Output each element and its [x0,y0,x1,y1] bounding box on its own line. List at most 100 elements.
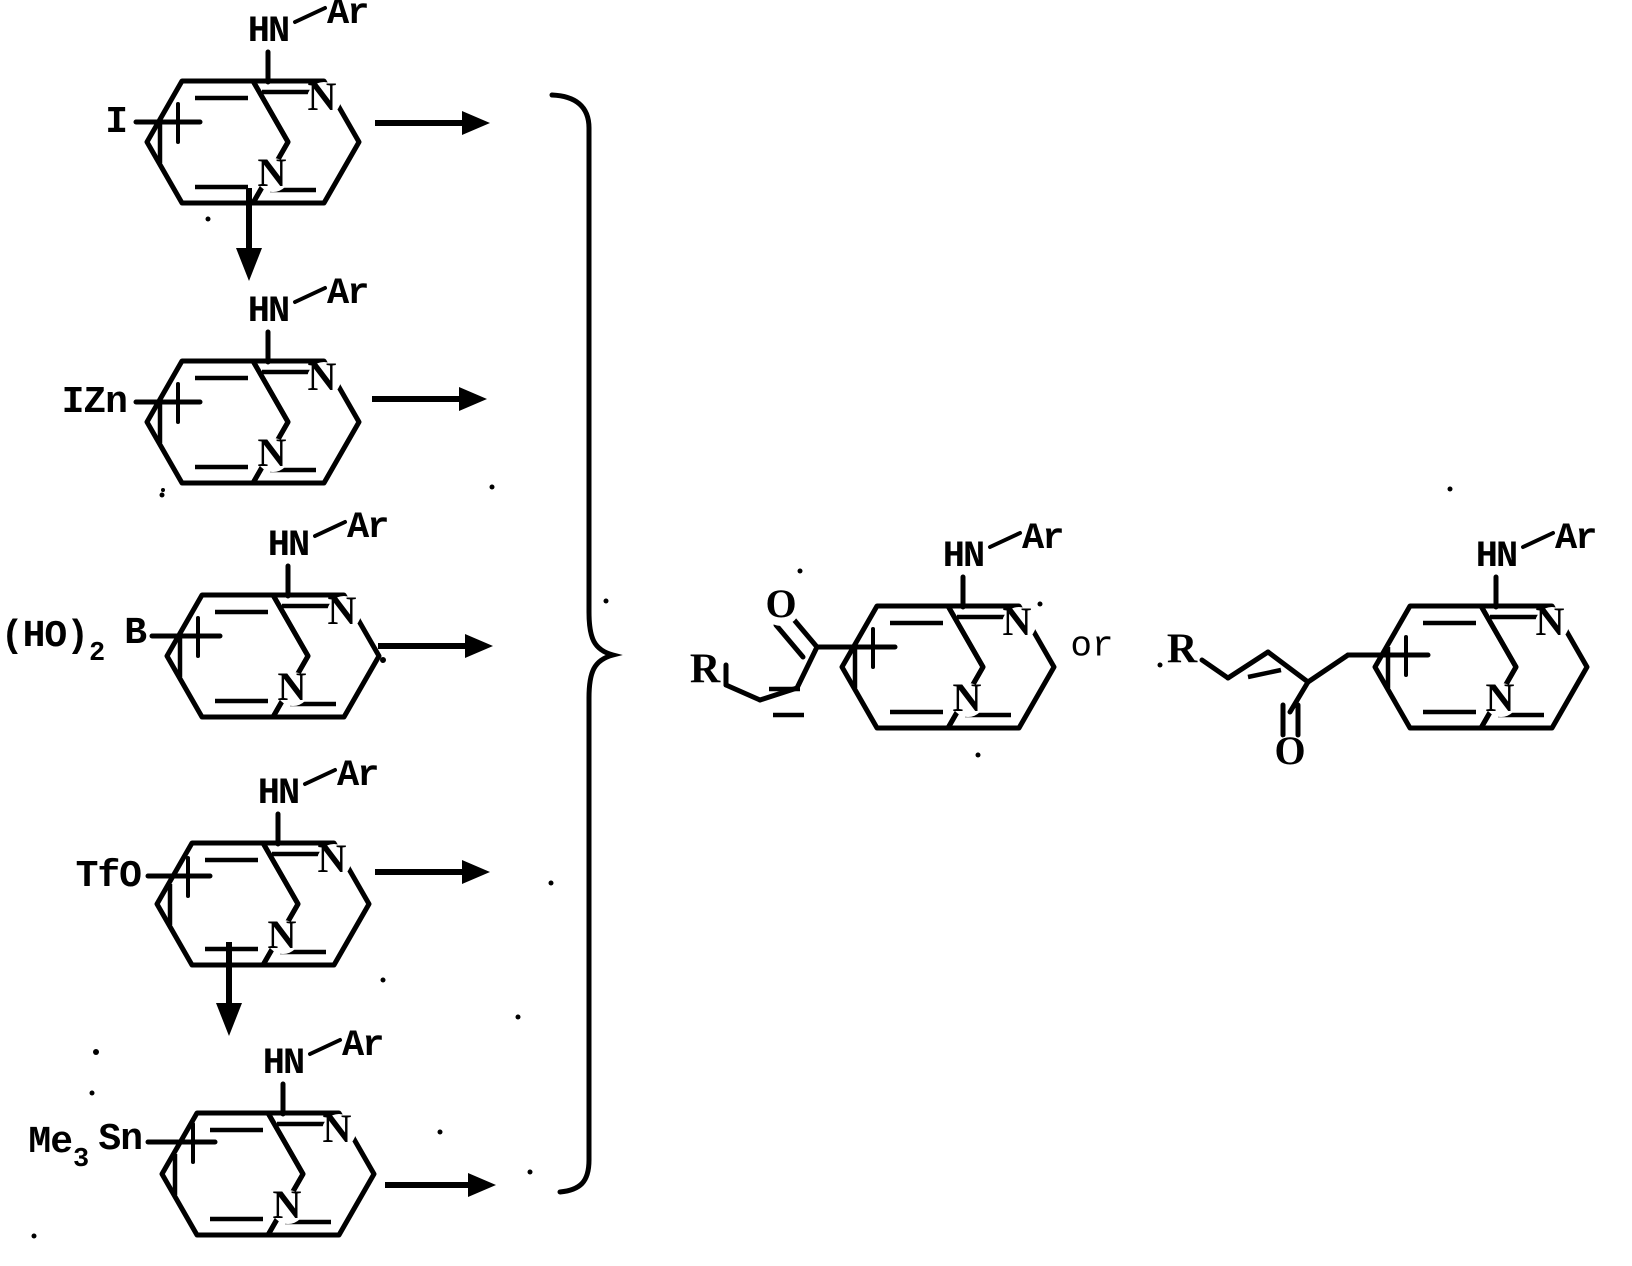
oxygen-label-product1: O [765,581,796,626]
speck-10 [89,1090,95,1096]
arrow-row4 [375,860,490,884]
n3-mask-row3 [276,672,310,706]
arrow-head-row1 [462,111,490,135]
alkyne-to-r-bond-product1 [723,682,763,703]
arrow-head-row3 [465,634,493,658]
substituent-label-boronic-main: (HO) [1,615,88,658]
nitrogen-1-row1: N [308,74,337,119]
n3-mask-row5 [271,1190,305,1224]
oxygen-mask-product2 [1271,736,1309,774]
speck-17 [1157,662,1163,668]
n1-mask-product1 [1002,607,1036,641]
speck-15 [975,752,981,758]
r-label-product2: R [1167,627,1198,673]
speck-19 [161,488,165,492]
hn-ar-bond-row2 [293,286,327,304]
speck-2 [159,492,165,498]
reactant-zinc-iodide: HN Ar N N IZn [62,273,369,486]
pyrimidine-ring-row4 [260,840,372,968]
hn-ar-bond-row5 [308,1038,342,1056]
hn-label-row1: HN [248,11,288,53]
grouping-brace [549,92,623,1195]
hn-label-row2: HN [248,291,288,333]
speck-16 [1447,486,1453,492]
n3-mask-row2 [256,438,290,472]
speck-5 [380,657,386,663]
hn-ar-bond-product2 [1521,531,1555,549]
alkene-to-r-bond-product2 [1199,657,1231,681]
n3-mask-row4 [266,920,300,954]
speck-18 [527,1169,533,1175]
speck-3 [489,484,495,490]
or-connector-label: or [1070,626,1113,667]
ar-label-row1: Ar [327,0,367,35]
ar-label-product2: Ar [1555,518,1595,560]
substituent-label-boronic-sub: 2 [89,639,105,669]
pyrimidine-ring-row5 [265,1110,377,1238]
arrow-row3 [378,634,493,658]
n1-mask-row4 [317,844,351,878]
speck-4 [603,598,609,604]
n3-mask-product1 [951,683,985,717]
speck-12 [31,1233,37,1239]
arrow-head-row2 [459,387,487,411]
pyrimidine-ring-row3 [270,592,382,720]
substituent-label-zinc-iodide: IZn [62,381,127,424]
arrow-head-row5 [468,1173,496,1197]
reactant-boronic-acid: HN Ar N N (HO) 2 B [1,507,389,720]
carbonyl-double-b-product1 [773,622,806,660]
speck-8 [515,1014,521,1020]
ar-label-row4: Ar [337,755,377,797]
product-ynone: HN Ar N N O R [690,518,1064,731]
n1-mask-row2 [307,362,341,396]
pyrimidine-ring-row1 [250,78,362,206]
ar-label-row3: Ar [347,507,387,549]
carbonyl-to-chain-product1 [794,644,820,691]
substituent-label-iodide: I [105,101,127,144]
hn-ar-bond-row1 [293,6,327,24]
oxygen-label-product2: O [1274,728,1305,773]
nitrogen-3-row4: N [268,912,297,957]
hn-label-product1: HN [943,536,983,578]
nitrogen-3-row1: N [258,150,287,195]
nitrogen-1-row2: N [308,354,337,399]
nitrogen-3-row5: N [273,1182,302,1227]
scan-artifacts [31,216,1453,1239]
vertical-arrow-head-1 [236,248,262,281]
nitrogen-3-product2: N [1486,675,1515,720]
nitrogen-1-product1: N [1003,599,1032,644]
n1-mask-row5 [322,1114,356,1148]
alkene-inner-product2 [1247,667,1282,680]
n3-mask-product2 [1484,683,1518,717]
pyrimidine-ring-product1 [945,603,1057,731]
nitrogen-3-row2: N [258,430,287,475]
nitrogen-3-product1: N [953,675,982,720]
pyrimidine-ring-row2 [250,358,362,486]
arrow-row2 [372,387,487,411]
carbonyl-stem-product2 [1287,679,1311,715]
oxygen-mask-product1 [762,588,800,626]
r-label-product1: R [690,647,721,693]
speck-11 [437,1129,443,1135]
reactant-stannane: HN Ar N N Me 3 Sn [28,1025,384,1238]
substituent-label-stannane-main: Me [28,1121,72,1164]
hn-ar-bond-row3 [313,520,347,538]
ar-label-row5: Ar [342,1025,382,1067]
n1-mask-row3 [327,596,361,630]
nitrogen-3-row3: N [278,664,307,709]
speck-6 [548,880,554,886]
substituent-label-stannane-tail: Sn [98,1118,142,1161]
hn-label-row3: HN [268,525,308,567]
reactant-triflate: HN Ar N N TfO [76,755,379,968]
ar-label-product1: Ar [1022,518,1062,560]
reactant-iodide: HN Ar N N I [105,0,369,206]
arrow-row1 [375,111,490,135]
vertical-arrow-head-2 [216,1003,242,1036]
nitrogen-1-row5: N [323,1106,352,1151]
n1-mask-product2 [1535,607,1569,641]
alkene-bond-b-product2 [1225,649,1271,681]
hn-label-row4: HN [258,773,298,815]
brace-outline [549,92,623,1195]
substituent-label-triflate: TfO [76,855,142,898]
hn-ar-bond-product1 [988,531,1022,549]
